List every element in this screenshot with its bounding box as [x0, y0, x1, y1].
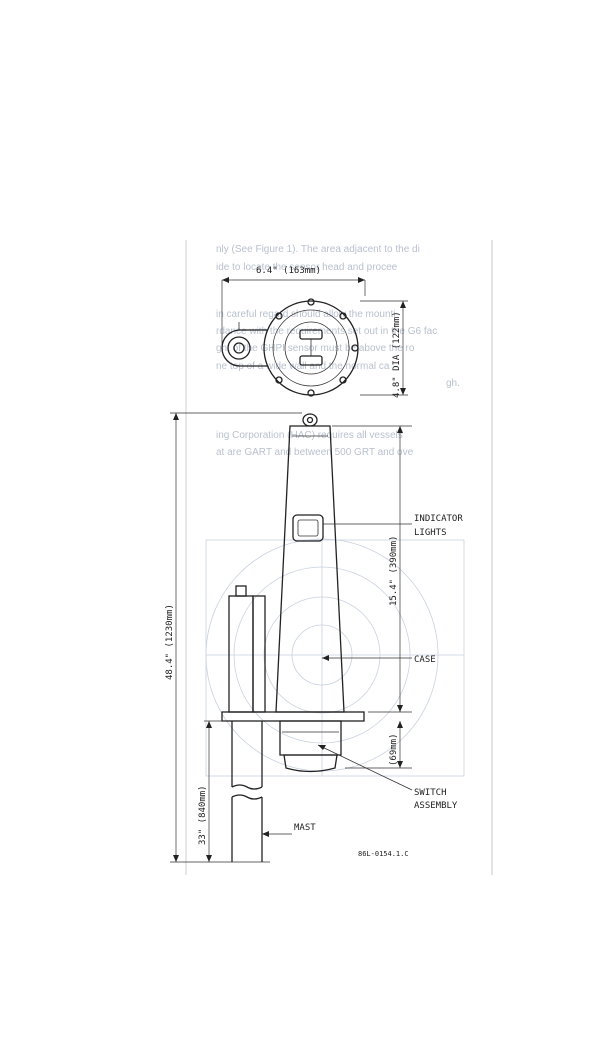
- mast-length-label: 33" (840mm): [198, 785, 208, 845]
- bleed-text-line: at are GART and between 500 GRT and ove: [216, 447, 414, 458]
- bleed-text-line: gh.: [446, 378, 460, 389]
- width-dimension-label: 6.4" (163mm): [256, 266, 321, 276]
- case-height-label: 15.4" (390mm): [389, 536, 399, 606]
- case-label: CASE: [414, 655, 436, 665]
- overall-height-label: 48.4" (1230mm): [165, 604, 175, 680]
- case-body: [275, 425, 345, 713]
- indicator-lights-label-line1: INDICATOR: [414, 514, 463, 524]
- indicator-lights-window: [292, 514, 324, 542]
- switch-assembly: [279, 720, 342, 756]
- bleed-text-line: ing Corporation (HAC) requires all vesse…: [216, 430, 403, 441]
- figure-code: 86L-0154.1.C: [358, 850, 409, 858]
- bleed-text-line: rdance with the requirements set out in …: [216, 326, 437, 337]
- side-view: 48.4" (1230mm) 33" (840mm): [165, 412, 413, 863]
- switch-assembly-label-line1: SWITCH: [414, 788, 447, 798]
- indicator-lights-label-line2: LIGHTS: [414, 528, 447, 538]
- bleed-text-line: ne top of a wide wall and the normal ca: [216, 361, 390, 372]
- bleed-text-line: ght of the GHPI sensor must be above the…: [216, 343, 415, 354]
- diameter-dimension-label: 4.8" DIA (122mm): [392, 311, 402, 398]
- mast-label: MAST: [294, 823, 316, 833]
- bleed-through-text-block: nly (See Figure 1). The area adjacent to…: [216, 244, 460, 458]
- switch-assembly-label-line2: ASSEMBLY: [414, 801, 458, 811]
- bleed-text-line: ide to locate the sensor head and procee: [216, 262, 398, 273]
- base-height-label: (69mm): [389, 733, 399, 766]
- bleed-text-line: in careful regard should allow the mount…: [216, 309, 396, 320]
- bleed-text-line: nly (See Figure 1). The area adjacent to…: [216, 244, 420, 255]
- top-view: 6.4" (163mm) 4.8" DIA (122mm): [221, 266, 408, 398]
